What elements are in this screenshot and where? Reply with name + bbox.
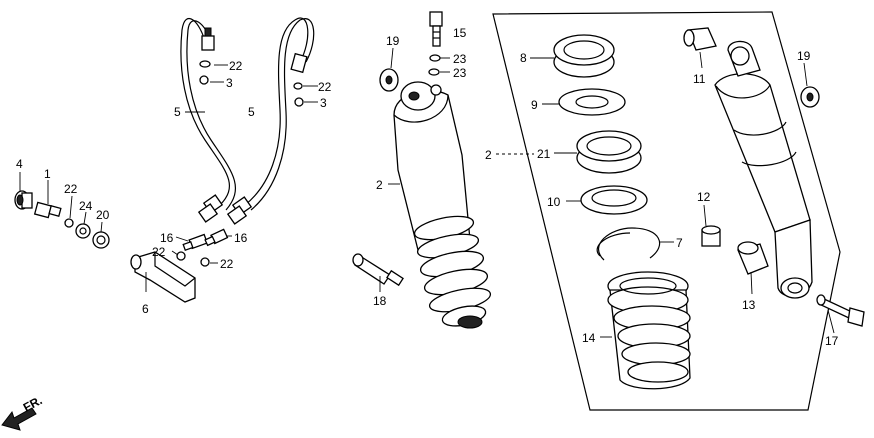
washer-22a [199, 60, 211, 68]
fitting-4 [14, 190, 33, 210]
label-10: 10 [547, 195, 561, 209]
label-22a: 22 [229, 59, 243, 73]
label-23b: 23 [453, 66, 467, 80]
label-12: 12 [697, 190, 711, 204]
label-22c: 22 [64, 182, 78, 196]
bolt-17 [816, 294, 865, 327]
boot-14 [607, 271, 691, 390]
label-5a: 5 [174, 105, 181, 119]
label-19a: 19 [386, 34, 400, 48]
washer-22d [176, 251, 186, 261]
label-3a: 3 [226, 76, 233, 90]
washer-19b [800, 86, 820, 108]
label-7: 7 [676, 236, 683, 250]
oring-23a [429, 54, 441, 62]
ring-3a [199, 75, 209, 85]
bush-13 [737, 241, 769, 275]
fitting-16b [204, 228, 229, 247]
washer-22b [293, 82, 303, 90]
part-labels: 22 3 22 3 5 5 1 4 22 24 20 6 16 22 16 22… [16, 26, 839, 348]
shock-absorber-2 [393, 81, 492, 329]
label-24: 24 [79, 199, 93, 213]
label-8: 8 [520, 51, 527, 65]
label-6: 6 [142, 302, 149, 316]
washer-19a [379, 68, 399, 92]
washer-22c [64, 218, 74, 228]
label-17: 17 [825, 334, 839, 348]
label-1: 1 [44, 167, 51, 181]
label-19b: 19 [797, 49, 811, 63]
fitting-1 [33, 201, 62, 219]
label-2b: 2 [485, 148, 492, 162]
exploded-frame [492, 11, 841, 411]
label-2a: 2 [376, 178, 383, 192]
nut-24 [75, 223, 91, 239]
washer-10 [580, 185, 648, 215]
label-4: 4 [16, 157, 23, 171]
hose-left [180, 17, 236, 223]
ring-3b [294, 97, 304, 107]
spacer-18 [352, 253, 404, 287]
hose-right [226, 17, 315, 225]
label-20: 20 [96, 208, 110, 222]
label-5b: 5 [248, 105, 255, 119]
label-22e: 22 [220, 257, 234, 271]
washer-9 [558, 88, 626, 116]
seat-8 [553, 34, 615, 78]
front-arrow-label: FR. [21, 393, 45, 414]
shock-body-right [714, 40, 813, 299]
front-arrow-icon: FR. [1, 393, 45, 431]
label-22d: 22 [152, 245, 166, 259]
label-23a: 23 [453, 52, 467, 66]
label-16b: 16 [234, 231, 248, 245]
label-11: 11 [693, 72, 706, 86]
label-22b: 22 [318, 80, 332, 94]
label-16a: 16 [160, 231, 174, 245]
label-9: 9 [531, 98, 538, 112]
label-15: 15 [453, 26, 467, 40]
bush-11 [683, 27, 717, 51]
nut-20 [92, 231, 110, 249]
label-13: 13 [742, 298, 756, 312]
circlip-7 [596, 227, 661, 261]
label-18: 18 [373, 294, 387, 308]
washer-22e [200, 257, 210, 267]
label-3b: 3 [320, 96, 327, 110]
label-14: 14 [582, 331, 596, 345]
bracket-6 [130, 251, 196, 303]
label-21: 21 [537, 147, 551, 161]
fitting-16a [182, 233, 209, 252]
leader-lines [19, 47, 835, 338]
bush-12 [701, 225, 721, 247]
valve-15 [429, 11, 443, 47]
seat-21 [576, 130, 642, 174]
oring-23b [428, 68, 440, 76]
